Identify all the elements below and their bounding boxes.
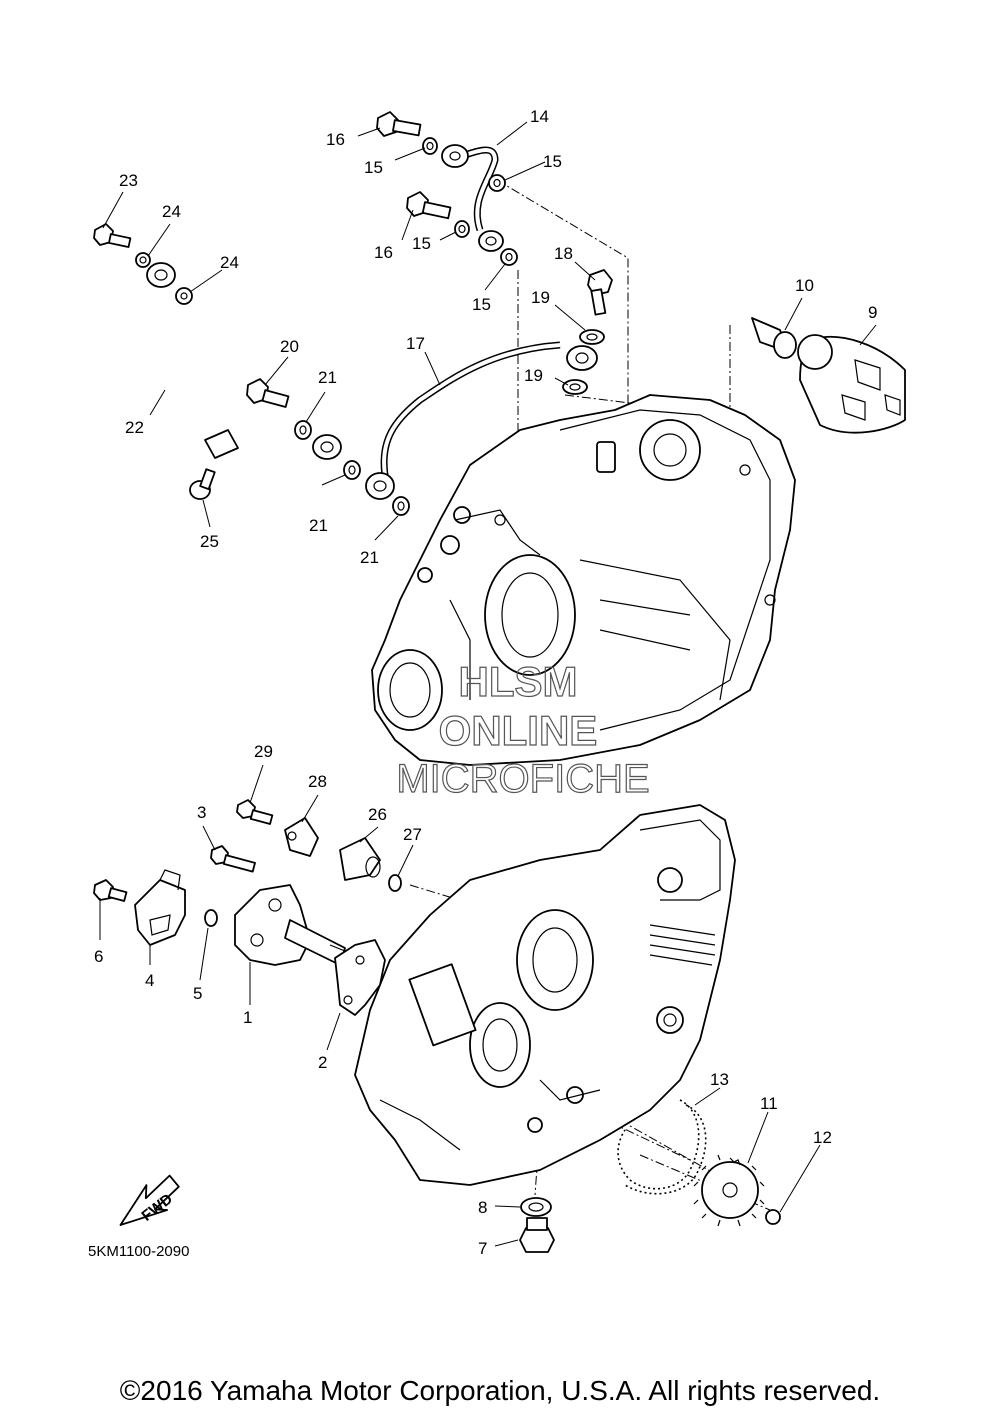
callout-26: 26	[368, 805, 387, 824]
callout-21-c: 21	[360, 548, 379, 567]
copyright-notice: ©2016 Yamaha Motor Corporation, U.S.A. A…	[119, 1375, 881, 1406]
part-29-bolt	[236, 799, 274, 825]
callout-2: 2	[318, 1053, 327, 1072]
part-16-bolt-a	[376, 111, 422, 137]
callout-12: 12	[813, 1128, 832, 1147]
crankcase-upper	[371, 394, 796, 766]
callout-19-a: 19	[531, 288, 550, 307]
watermark: HLSM ONLINE MICROFICHE	[396, 657, 651, 801]
callout-24-b: 24	[220, 253, 239, 272]
callout-20: 20	[280, 337, 299, 356]
callout-9: 9	[868, 303, 877, 322]
drawing-code: 5KM1100-2090	[88, 1243, 189, 1260]
callout-7: 7	[478, 1239, 487, 1258]
part-22-oil-hose	[129, 262, 342, 481]
part-17-oil-hose	[365, 341, 598, 500]
part-26-collar	[339, 837, 381, 881]
part-5-o-ring	[204, 909, 218, 927]
callout-5: 5	[193, 984, 202, 1003]
callout-1: 1	[243, 1008, 252, 1027]
part-13-chain	[617, 1099, 707, 1195]
part-8-washer	[520, 1197, 552, 1217]
callout-29: 29	[254, 742, 273, 761]
crankcase-lower	[354, 804, 736, 1186]
leader-lines	[99, 121, 877, 1247]
callout-13: 13	[710, 1070, 729, 1089]
fwd-arrow-icon: FWD	[119, 1174, 180, 1226]
part-2-gasket	[334, 939, 386, 1016]
part-28-bracket	[284, 817, 319, 857]
callout-17: 17	[406, 334, 425, 353]
part-9-oil-filter	[797, 334, 906, 434]
part-12-circlip	[765, 1209, 781, 1225]
part-1-oil-pump	[234, 884, 356, 966]
part-10-union-bolt	[751, 317, 797, 359]
part-27-o-ring	[388, 874, 402, 892]
part-4-oil-strainer	[134, 869, 186, 946]
watermark-line-3: MICROFICHE	[396, 757, 649, 801]
part-20-bolt	[246, 378, 290, 408]
part-25-screw	[189, 468, 216, 500]
part-18-bolt	[587, 269, 613, 316]
part-11-sprocket	[693, 1154, 765, 1227]
watermark-line-2: ONLINE	[439, 707, 598, 754]
callout-15-a: 15	[364, 158, 383, 177]
callout-28: 28	[308, 772, 327, 791]
callout-3: 3	[197, 803, 206, 822]
callout-21-a: 21	[318, 368, 337, 387]
watermark-line-1: HLSM	[459, 658, 578, 705]
callout-23: 23	[119, 171, 138, 190]
callout-16-a: 16	[326, 130, 345, 149]
callout-15-d: 15	[472, 295, 491, 314]
callout-14: 14	[530, 107, 549, 126]
washers	[135, 137, 605, 516]
callout-22: 22	[125, 418, 144, 437]
callout-19-b: 19	[524, 366, 543, 385]
part-7-drain-bolt	[519, 1217, 555, 1253]
callout-labels: 1 2 3 4 5 6 7 8 9 10 11 12 13 14 15 15 1…	[94, 107, 877, 1258]
part-3-bolt	[210, 845, 256, 873]
callout-16-b: 16	[374, 243, 393, 262]
callout-25: 25	[200, 532, 219, 551]
callout-27: 27	[403, 825, 422, 844]
callout-6: 6	[94, 947, 103, 966]
part-16-bolt-b	[406, 191, 452, 220]
part-23-bolt	[93, 223, 132, 248]
part-6-bolt	[93, 879, 128, 902]
callout-4: 4	[145, 971, 154, 990]
callout-11: 11	[760, 1094, 778, 1113]
callout-10: 10	[795, 276, 814, 295]
callout-8: 8	[478, 1198, 487, 1217]
callout-24-a: 24	[162, 202, 181, 221]
callout-18: 18	[554, 244, 573, 263]
callout-15-c: 15	[412, 234, 431, 253]
callout-15-b: 15	[543, 152, 562, 171]
part-14-oil-pipe	[441, 144, 504, 252]
callout-21-b: 21	[309, 516, 328, 535]
